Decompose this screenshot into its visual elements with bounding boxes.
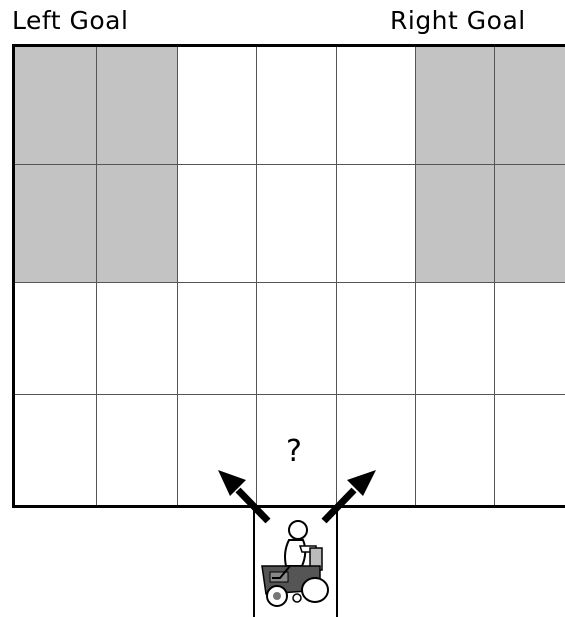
arrow-up-left-icon bbox=[218, 470, 268, 521]
arrow-up-right-icon bbox=[324, 470, 376, 521]
robot-on-cart-icon bbox=[262, 521, 328, 606]
